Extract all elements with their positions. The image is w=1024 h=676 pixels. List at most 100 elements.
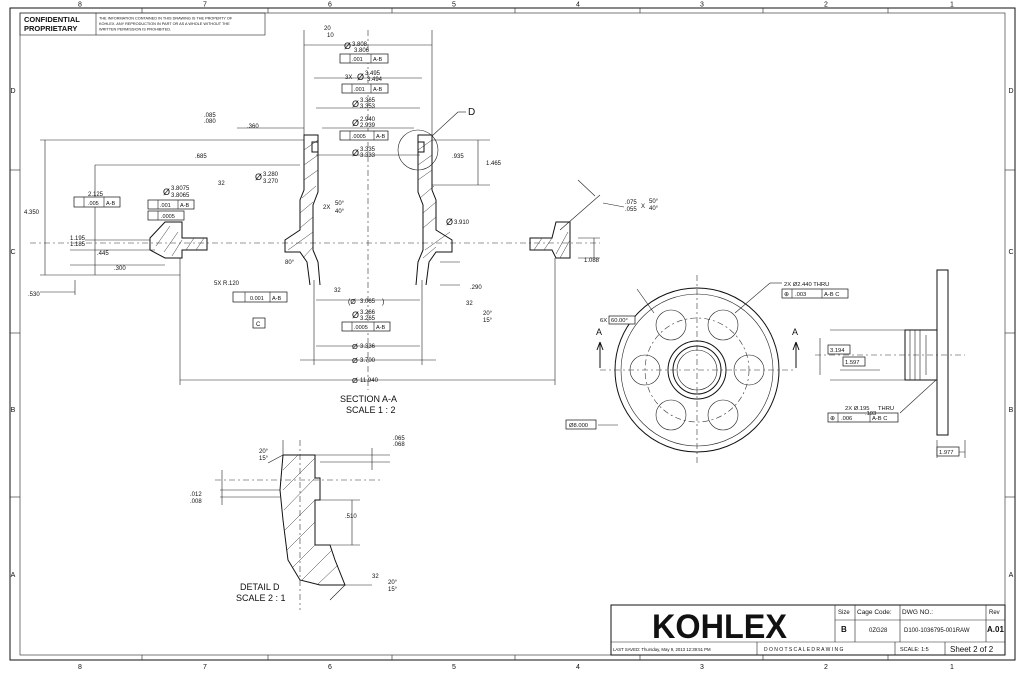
dim: 11.940 bbox=[360, 378, 379, 384]
dim: 0.001 bbox=[250, 296, 264, 302]
dim: .300 bbox=[114, 266, 126, 272]
zone-row: B bbox=[1009, 407, 1014, 414]
zone-row: D bbox=[10, 88, 15, 95]
dim: .006 bbox=[841, 416, 852, 422]
size-value: B bbox=[841, 625, 847, 634]
zone-row: B bbox=[11, 407, 16, 414]
dim: ⊕ bbox=[830, 416, 835, 422]
dim: .012 bbox=[190, 492, 202, 498]
zone-col: 3 bbox=[700, 2, 704, 9]
dim: 3.365 bbox=[360, 98, 376, 104]
detail-title: DETAIL D bbox=[240, 582, 280, 592]
dim: ) bbox=[382, 299, 384, 306]
dim: 1.465 bbox=[486, 161, 502, 167]
rev-label: Rev bbox=[989, 610, 1000, 616]
zone-labels-right: D C B A bbox=[1008, 88, 1013, 579]
dim: .0005 bbox=[161, 214, 175, 220]
dim: .685 bbox=[195, 154, 207, 160]
dim: 1.185 bbox=[70, 242, 86, 248]
dim: (Ø bbox=[348, 299, 356, 306]
section-arrow-label: A bbox=[596, 327, 602, 337]
dim: 10 bbox=[327, 33, 334, 39]
dim: A-B bbox=[373, 57, 383, 63]
dim: 3.065 bbox=[360, 299, 376, 305]
zone-col: 4 bbox=[576, 664, 580, 671]
kohlex-logo: KOHLEX bbox=[652, 608, 787, 646]
zone-labels-left: D C B A bbox=[10, 88, 15, 579]
detail-d-view: 20° 15° .065 .068 .012 .008 .510 32 20° … bbox=[190, 436, 405, 610]
dim: 3.280 bbox=[263, 172, 279, 178]
zone-labels-top: 8 7 6 5 4 3 2 1 bbox=[78, 2, 954, 9]
dim: Ø bbox=[352, 118, 359, 128]
rev-value: A.01 bbox=[987, 625, 1004, 634]
dim: .003 bbox=[795, 292, 806, 298]
zone-col: 6 bbox=[328, 2, 332, 9]
dim: 2X Ø.195 bbox=[845, 406, 870, 412]
dim: 20° bbox=[388, 580, 398, 586]
zone-col: 8 bbox=[78, 664, 82, 671]
dim: .510 bbox=[345, 514, 357, 520]
dim: Ø bbox=[446, 217, 453, 227]
dim: 32 bbox=[218, 181, 225, 187]
dim: A-B C bbox=[872, 416, 887, 422]
do-not-scale: D O N O T S C A L E D R A W I N G bbox=[764, 647, 843, 653]
zone-col: 6 bbox=[328, 664, 332, 671]
section-scale: SCALE 1 : 2 bbox=[346, 405, 396, 415]
dim: 1.088 bbox=[584, 258, 600, 264]
dim: 3.806 bbox=[354, 48, 370, 54]
zone-row: A bbox=[1009, 572, 1014, 579]
notice-line: THE INFORMATION CONTAINED IN THIS DRAWIN… bbox=[99, 17, 233, 21]
dim: 3.194 bbox=[830, 348, 845, 354]
zone-col: 1 bbox=[950, 2, 954, 9]
fcf-group bbox=[73, 53, 391, 332]
dim: .068 bbox=[393, 442, 405, 448]
dim: 2X bbox=[323, 205, 330, 211]
dim: 3.336 bbox=[360, 344, 376, 350]
dim: 20° bbox=[483, 311, 493, 317]
zone-col: 2 bbox=[824, 2, 828, 9]
dim: .001 bbox=[160, 203, 171, 209]
zone-row: A bbox=[11, 572, 16, 579]
dim: 3.333 bbox=[360, 153, 376, 159]
section-a-a-view: D bbox=[24, 26, 659, 415]
title-block: KOHLEX Size B Cage Code: 0ZG28 DWG NO.: … bbox=[610, 604, 1006, 656]
detail-scale: SCALE 2 : 1 bbox=[236, 593, 286, 603]
cage-value: 0ZG28 bbox=[869, 628, 888, 634]
dim: 3.8065 bbox=[171, 193, 190, 199]
dim: 6X bbox=[600, 318, 607, 324]
dim: 1.977 bbox=[939, 450, 954, 456]
dim: .290 bbox=[470, 285, 482, 291]
dim: .008 bbox=[190, 499, 202, 505]
zone-ticks bbox=[10, 8, 1015, 660]
section-arrow-label: A bbox=[792, 327, 798, 337]
dim: .0005 bbox=[354, 325, 368, 331]
dim: 15° bbox=[259, 456, 269, 462]
dim: A-B bbox=[272, 296, 282, 302]
dim: 2.940 bbox=[360, 117, 376, 123]
dim: 80° bbox=[285, 260, 295, 266]
dim: .080 bbox=[204, 119, 216, 125]
dim: A-B bbox=[376, 325, 386, 331]
dim: 20° bbox=[259, 449, 269, 455]
dim: A-B bbox=[180, 203, 190, 209]
dim: THRU bbox=[878, 406, 894, 412]
dim: Ø bbox=[255, 172, 262, 182]
zone-col: 5 bbox=[452, 2, 456, 9]
zone-col: 3 bbox=[700, 664, 704, 671]
proprietary-label: PROPRIETARY bbox=[24, 24, 77, 33]
dim: 50° bbox=[649, 199, 659, 205]
dim: Ø bbox=[357, 72, 364, 82]
zone-col: 5 bbox=[452, 664, 456, 671]
dim: .001 bbox=[352, 57, 363, 63]
side-view: 3.194 1.597 2X Ø.195 .193 THRU ⊕ .006 A-… bbox=[815, 269, 966, 458]
dim: 32 bbox=[372, 574, 379, 580]
dim: X bbox=[641, 204, 645, 210]
zone-row: D bbox=[1008, 88, 1013, 95]
dim: .085 bbox=[204, 113, 216, 119]
zone-col: 7 bbox=[203, 664, 207, 671]
dim: .445 bbox=[97, 251, 109, 257]
dim: 5X R.120 bbox=[214, 281, 240, 287]
dim: Ø bbox=[352, 342, 358, 351]
dim: 3.495 bbox=[365, 71, 381, 77]
